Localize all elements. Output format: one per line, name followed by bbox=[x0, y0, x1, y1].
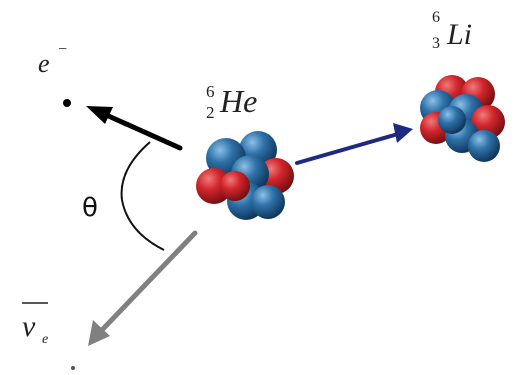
parent-nucleus-label: 6 2 He bbox=[206, 82, 257, 122]
helium-nucleus bbox=[196, 131, 294, 220]
electron-arrow bbox=[86, 106, 183, 151]
parent-symbol: He bbox=[219, 83, 257, 119]
parent-atomic-number: 2 bbox=[206, 103, 215, 122]
antineutrino-label: ν e bbox=[22, 302, 48, 347]
antineutrino-subscript: e bbox=[42, 332, 48, 347]
daughter-nucleus-label: 6 3 Li bbox=[432, 9, 472, 52]
lithium-nucleus bbox=[420, 75, 505, 162]
antineutrino-dot bbox=[71, 366, 75, 370]
recoil-arrow bbox=[295, 123, 413, 165]
daughter-mass-number: 6 bbox=[432, 9, 440, 26]
electron-label: e − bbox=[38, 41, 67, 78]
angle-arc bbox=[120, 141, 165, 251]
antineutrino-symbol: ν bbox=[22, 310, 36, 343]
daughter-symbol: Li bbox=[446, 18, 472, 51]
electron-charge: − bbox=[58, 41, 67, 58]
electron-symbol: e bbox=[38, 49, 50, 78]
antineutrino-arrow bbox=[88, 230, 198, 346]
daughter-atomic-number: 3 bbox=[432, 35, 440, 52]
angle-label: θ bbox=[82, 193, 98, 223]
parent-mass-number: 6 bbox=[206, 82, 215, 101]
electron-dot bbox=[63, 99, 71, 107]
